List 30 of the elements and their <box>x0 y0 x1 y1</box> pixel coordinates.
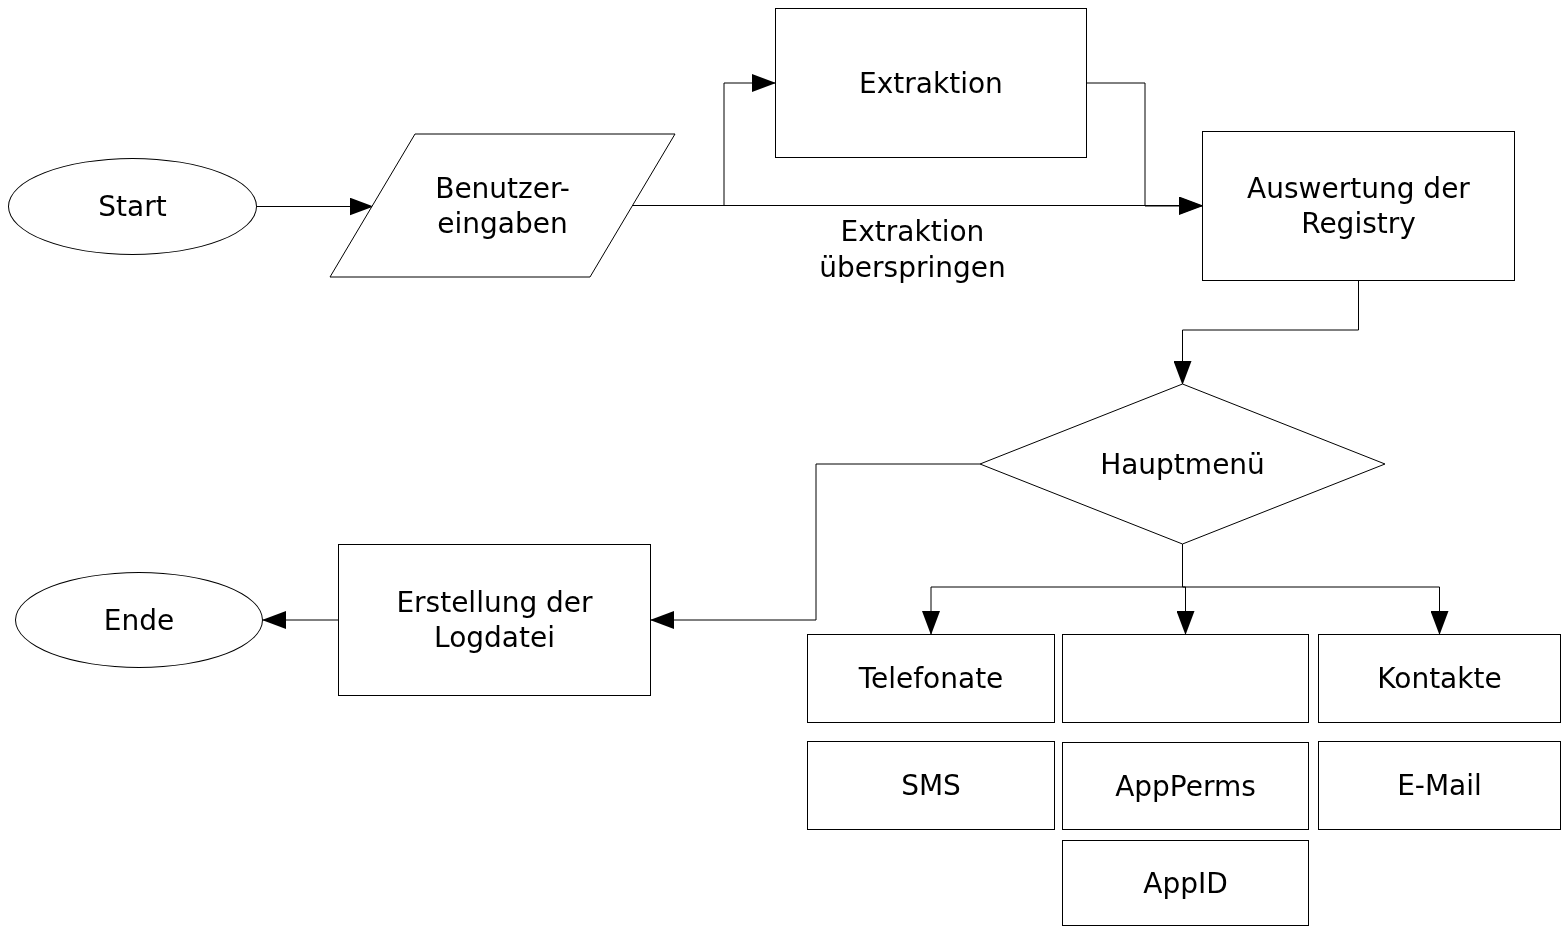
arrow <box>650 463 981 629</box>
arrow <box>256 197 374 216</box>
node-text: Hauptmenü <box>1100 446 1265 482</box>
process-box <box>1202 131 1515 281</box>
input-parallelogram <box>330 134 675 277</box>
node-text: Benutzer-eingaben <box>434 170 571 241</box>
node-text: Extraktion <box>859 65 1003 101</box>
process-box <box>338 544 651 696</box>
arrow <box>1173 280 1359 385</box>
process-box <box>1062 634 1309 723</box>
node-text: Auswertung der Registry <box>1246 171 1471 241</box>
process-box <box>1318 634 1561 723</box>
process-box <box>1318 741 1561 830</box>
arrow <box>262 611 339 629</box>
process-box <box>807 741 1055 830</box>
node-text: Ende <box>103 602 175 638</box>
process-box <box>1062 742 1309 830</box>
node-text: AppPerms <box>1115 768 1256 804</box>
arrow <box>1086 82 1203 215</box>
process-box <box>1062 840 1309 926</box>
node-text: E-Mail <box>1397 768 1482 803</box>
node-text: SMS <box>901 768 961 803</box>
decision-diamond <box>980 384 1385 544</box>
node-text: Start <box>98 189 167 224</box>
node-text: Erstellung der Logdatei <box>395 585 594 655</box>
node-text: Kontakte <box>1377 661 1502 696</box>
process-box <box>807 634 1055 723</box>
node-text: Telefonate <box>858 661 1004 696</box>
node-text: AppID <box>1143 865 1228 901</box>
process-box <box>775 8 1087 158</box>
